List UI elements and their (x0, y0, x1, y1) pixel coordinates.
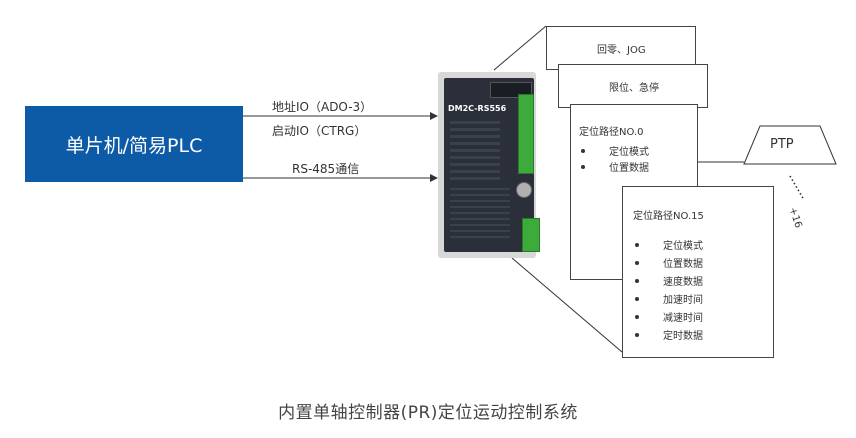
bullet-dot (635, 260, 639, 265)
panel-limit-estop: 限位、急停 (558, 64, 708, 108)
panel-path-15: 定位路径NO.15 定位模式 位置数据 速度数据 加速时间 减速时间 定时数据 (622, 186, 774, 358)
bullet-dot (635, 278, 639, 283)
driver-indicator-area (450, 120, 500, 180)
address-io-label: 地址IO（ADO-3） (272, 100, 373, 114)
mcu-plc-box: 单片机/简易PLC (25, 106, 243, 182)
ptp-label: PTP (770, 137, 794, 152)
bullet-dot (635, 332, 639, 337)
path15-item: 定时数据 (635, 327, 703, 342)
path0-item: 位置数据 (581, 159, 649, 174)
stepper-driver: DM2C-RS556 (438, 72, 556, 258)
projection-line-top (493, 25, 547, 71)
panel-limit-title: 限位、急停 (609, 83, 659, 94)
bullet-dot (635, 314, 639, 319)
diagram-caption: 内置单轴控制器(PR)定位运动控制系统 (278, 403, 578, 423)
path15-item: 定位模式 (635, 237, 703, 252)
path15-item: 位置数据 (635, 255, 703, 270)
driver-dial (516, 182, 532, 198)
rs485-label: RS-485通信 (292, 162, 360, 176)
path15-item: 加速时间 (635, 291, 703, 306)
driver-terminal-upper (518, 94, 534, 174)
count-dotted-line (789, 175, 805, 201)
bullet-dot (581, 148, 585, 153)
mcu-plc-label: 单片机/简易PLC (65, 134, 203, 157)
path0-item: 定位模式 (581, 143, 649, 158)
driver-model-text: DM2C-RS556 (448, 104, 507, 113)
ptp-trapezoid (743, 125, 837, 165)
path0-title: 定位路径NO.0 (579, 127, 644, 138)
path15-title: 定位路径NO.15 (633, 211, 704, 222)
bullet-dot (581, 164, 585, 169)
panel-homing-title: 回零、JOG (597, 45, 646, 56)
path15-item: 速度数据 (635, 273, 703, 288)
start-io-label: 启动IO（CTRG） (272, 124, 367, 138)
driver-label-strip (450, 188, 510, 238)
panel-homing-jog: 回零、JOG (546, 26, 696, 70)
driver-terminal-lower (522, 218, 540, 252)
projection-line-bottom (511, 257, 623, 353)
bullet-dot (635, 242, 639, 247)
path15-item: 减速时间 (635, 309, 703, 324)
bullet-dot (635, 296, 639, 301)
